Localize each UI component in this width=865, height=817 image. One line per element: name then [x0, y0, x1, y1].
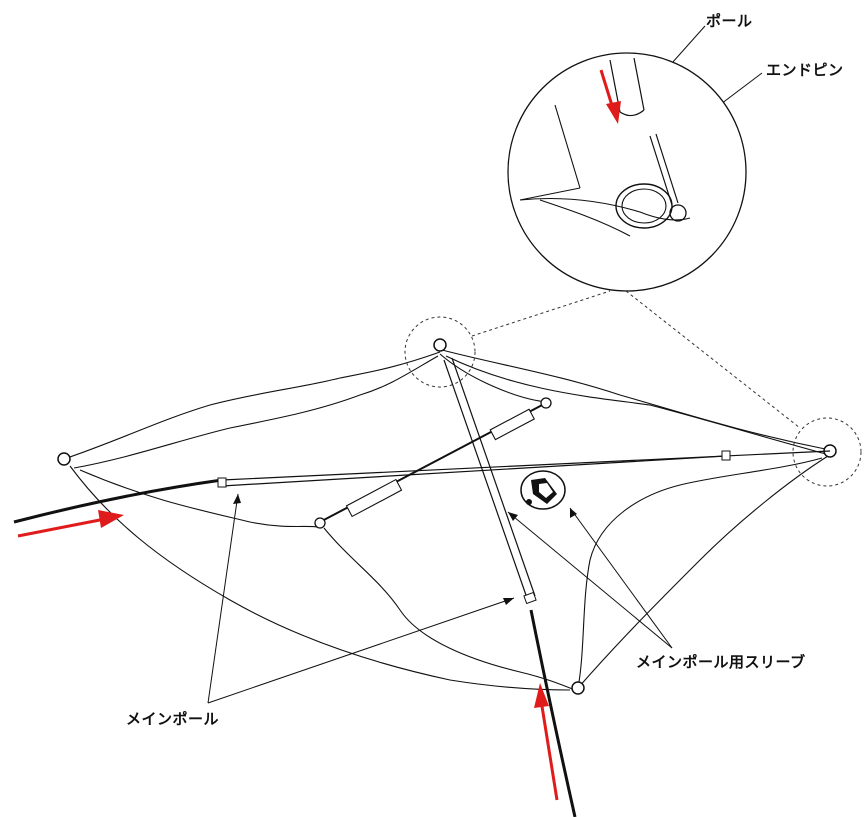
detail-indicators: [405, 291, 861, 486]
end-pin-label: エンドピン: [766, 63, 844, 78]
pole-label: ポール: [706, 14, 753, 29]
tent-canopy: [64, 350, 830, 690]
leader-arrowheads: [233, 494, 577, 605]
main-pole-sleeve-label: メインポール用スリーブ: [636, 655, 806, 670]
red-arrow-left: [18, 510, 124, 536]
main-pole-label: メインポール: [126, 712, 219, 727]
direction-arrows: [18, 510, 557, 800]
tent-logo-icon: [521, 471, 565, 509]
main-pole-horizontal: [14, 451, 830, 522]
corner-pin-bottom: [572, 682, 584, 694]
detail-circle: [508, 53, 746, 291]
corner-pins: [58, 339, 836, 694]
cross-pole: [315, 398, 551, 528]
corner-pin-left: [58, 453, 70, 465]
corner-pin-top: [434, 339, 446, 351]
red-arrow-bottom: [534, 683, 557, 800]
